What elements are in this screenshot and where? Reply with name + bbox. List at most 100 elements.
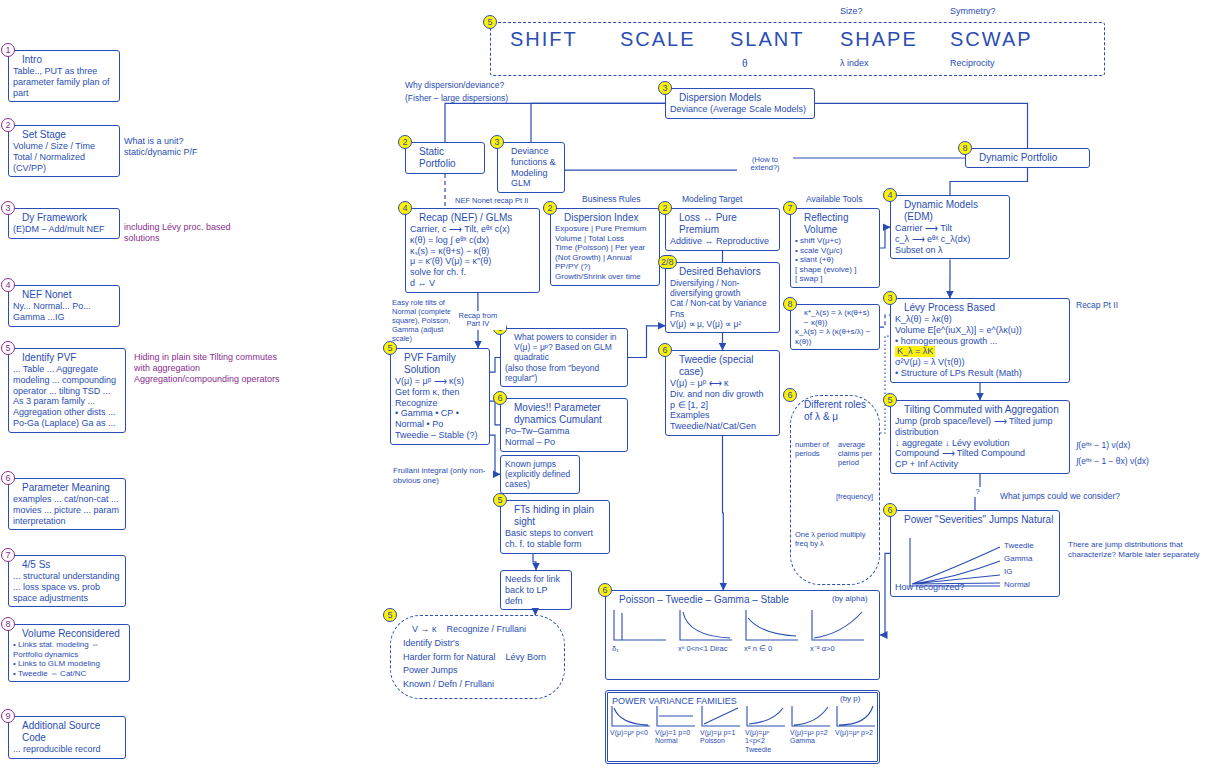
- callout-number: 6: [883, 503, 897, 517]
- node-text: Tweedie/Nat/Cat/Gen: [670, 421, 775, 432]
- node-text: Jump (prob space/level) ⟶ Tilted jump di…: [895, 416, 1065, 438]
- note-label: What jumps could we consider?: [1000, 491, 1120, 501]
- node-text: Deviance (Average Scale Models): [670, 104, 810, 115]
- node-text: Tilting Commuted with Aggregation: [904, 404, 1065, 416]
- node-text: Dispersion Index: [564, 212, 655, 224]
- node-text: examples ... cat/non-cat ... movies ... …: [13, 494, 121, 526]
- node-text: Set Stage: [22, 129, 115, 141]
- node-text: • Tweedie ⇔ Cat/NC: [13, 669, 125, 679]
- node-text: Power Jumps: [403, 665, 458, 676]
- node-text: Dynamic Models (EDM): [904, 199, 1005, 223]
- callout-number: 6: [658, 343, 672, 357]
- process-box: 6Movies!! Parameter dynamics CumulantPo–…: [500, 398, 628, 452]
- node-text: Compound ⟶ Tilted Compound: [895, 448, 1065, 459]
- connector: [490, 358, 500, 373]
- node-text: V(μ) = μᵖ ⟷ κ: [670, 378, 775, 389]
- node-text: (E)DM – Add/mult NEF: [13, 224, 115, 235]
- process-box: 5Tilting Commuted with AggregationJump (…: [890, 400, 1070, 474]
- node-text: SHAPE: [840, 27, 950, 51]
- process-box: 5Identify PVF... Table ... Aggregate mod…: [8, 348, 126, 433]
- node-text: V → κ: [412, 624, 437, 635]
- note-label: Hiding in plain site Tilting commutes wi…: [134, 352, 284, 384]
- connector: [531, 103, 665, 142]
- note-label: Frullani integral (only non-obvious one): [393, 466, 488, 485]
- node-text: Cat / Non-cat by Variance Fns: [670, 298, 775, 318]
- node-text: • scale V(μ/c): [795, 246, 875, 256]
- node-text: Movies!! Parameter dynamics Cumulant: [514, 402, 623, 426]
- callout-number: 5: [383, 341, 397, 355]
- node-text: K_λ(θ) = λκ(θ): [895, 314, 1065, 325]
- node-text: SHIFT: [510, 27, 620, 51]
- note-label: V(μ)=μᵖ p>2: [835, 729, 879, 737]
- region: 5V → κRecognize / FrullaniIdentify Distr…: [390, 615, 565, 699]
- note-label: What is a unit? static/dynamic P/F: [124, 136, 234, 158]
- node-text: Loss ↔ Pure Premium: [679, 212, 775, 236]
- node-text: Dynamic Portfolio: [979, 152, 1085, 164]
- node-text: SCWAP: [950, 27, 1060, 51]
- process-box: 3Dispersion ModelsDeviance (Average Scal…: [665, 88, 815, 119]
- node-text: Known jumps (explicitly defined cases): [505, 459, 575, 490]
- node-text: Subset on λ: [895, 245, 1005, 256]
- node-text: Ny... Normal... Po... Gamma ...IG: [13, 301, 115, 323]
- node-text: Exposure | Pure Premium: [555, 224, 655, 234]
- note-label: δ₁: [612, 644, 674, 653]
- node-text: Identify Distr's: [403, 638, 459, 649]
- process-box: 8Dynamic Portfolio: [965, 148, 1090, 168]
- node-text: Lévy Process Based: [904, 302, 1065, 314]
- note-label: Symmetry?: [950, 6, 996, 17]
- callout-number: 8: [1, 617, 15, 631]
- callout-number: 7: [1, 548, 15, 562]
- node-text: κₛ(s) = κ(θ+s) − κ(θ): [410, 246, 535, 257]
- callout-number: 3: [658, 81, 672, 95]
- note-label: NEF Nonet recap Pt II: [455, 196, 528, 205]
- node-text: • shift V(μ+c): [795, 236, 875, 246]
- note-label: (by alpha): [832, 594, 868, 604]
- process-box: 1IntroTable.., PUT as three parameter fa…: [8, 50, 120, 102]
- node-text: p ∈ [1, 2]: [670, 400, 775, 411]
- node-text: μ = κ′(θ) V(μ) = κ″(θ): [410, 256, 535, 267]
- note-label: Reciprocity: [950, 58, 995, 69]
- node-text: ... Table ... Aggregate modeling ... com…: [13, 364, 121, 429]
- process-box: 6Parameter Meaningexamples ... cat/non-c…: [8, 478, 126, 530]
- node-text: NEF Nonet: [22, 289, 115, 301]
- node-text: Additive ↔ Reproductive: [670, 236, 775, 247]
- callout-number: 4: [1, 278, 15, 292]
- note-label: V(μ)=μᵖ p<0: [610, 729, 654, 737]
- node-text: SLANT: [730, 27, 840, 51]
- node-text: ... structural understanding ... loss sp…: [13, 571, 121, 603]
- callout-number: 5: [483, 15, 497, 29]
- process-box: 2/8Desired BehaviorsDiversifying / Non-d…: [665, 262, 780, 333]
- node-text: Volume E[e^(iuX_λ)] = e^(λκ(u)): [895, 325, 1065, 336]
- process-box: Known jumps (explicitly defined cases): [500, 455, 580, 494]
- process-box: 3Lévy Process BasedK_λ(θ) = λκ(θ)Volume …: [890, 298, 1070, 383]
- process-box: 2Static Portfolio: [405, 142, 485, 174]
- callout-number: 5: [493, 493, 507, 507]
- node-text: • Links stat. modeling ⇔ Portfolio dynam…: [13, 640, 125, 659]
- alpha-family-charts: [614, 610, 864, 640]
- node-text: (also those from "beyond regular"): [505, 363, 623, 383]
- node-text: κ*_λ(s) = λ (κ(θ+s) − κ(θ)): [804, 308, 875, 327]
- note-label: average claims per period: [838, 440, 878, 467]
- node-text: Additional Source Code: [22, 720, 121, 744]
- process-box: 4Recap (NEF) / GLMsCarrier, c ⟶ Tilt, eᶿ…: [405, 208, 540, 293]
- process-box: Needs for link back to LP defn: [500, 570, 572, 610]
- callout-number: 8: [783, 297, 797, 311]
- connector: [490, 435, 500, 474]
- callout-number: 2: [1, 118, 15, 132]
- note-label: There are jump distributions that charac…: [1068, 540, 1203, 559]
- node-text: [ swap ]: [795, 274, 875, 284]
- node-text: • Links to GLM modeling: [13, 659, 125, 669]
- callout-number: 4: [883, 188, 897, 202]
- process-box: 3Dy Framework(E)DM – Add/mult NEF: [8, 208, 120, 239]
- callout-number: 6: [783, 388, 797, 402]
- process-box: POWER VARIANCE FAMILIES: [605, 690, 880, 764]
- callout-number: 3: [1, 201, 15, 215]
- callout-number: 3: [883, 291, 897, 305]
- node-text: Desired Behaviors: [679, 266, 775, 278]
- note-label: ∫(eᶿˣ − 1) ν(dx): [1076, 440, 1130, 450]
- node-text: Volume Reconsidered: [22, 628, 125, 640]
- note-label: x⁻ᵅ α>0: [810, 644, 872, 653]
- region: 6Different roles of λ & μ: [790, 395, 880, 585]
